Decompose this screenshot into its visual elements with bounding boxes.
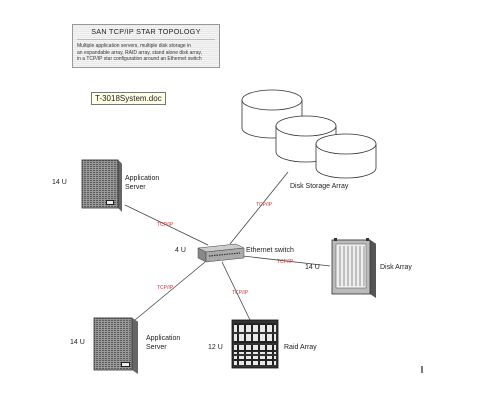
switch-size: 4 U bbox=[175, 247, 186, 254]
tcpip-label-disk-array: TCP/IP bbox=[277, 259, 294, 265]
description-line-1: Multiple application servers, multiple d… bbox=[77, 43, 191, 49]
link-app-server-bottom bbox=[134, 261, 206, 321]
raid-array-name: Raid Array bbox=[284, 344, 317, 351]
connections bbox=[124, 171, 331, 321]
raid-array-size: 12 U bbox=[208, 344, 223, 351]
app-server-top-icon bbox=[81, 159, 123, 212]
disk-array-name: Disk Array bbox=[380, 264, 412, 271]
tcpip-label-raid: TCP/IP bbox=[232, 290, 249, 296]
app-server-top-size: 14 U bbox=[52, 179, 67, 186]
app-server-bottom-icon bbox=[93, 317, 139, 374]
raid-array-icon bbox=[231, 319, 279, 369]
app-server-top-name-line1: Application bbox=[125, 175, 159, 182]
disk-storage-array-name: Disk Storage Array bbox=[290, 183, 349, 190]
link-app-server-top bbox=[124, 204, 209, 246]
disk-storage-array-icon bbox=[241, 89, 377, 179]
diagram-title: SAN TCP/IP STAR TOPOLOGY bbox=[77, 27, 215, 40]
link-disk-array bbox=[233, 254, 331, 267]
app-server-top-name-line2: Server bbox=[125, 184, 146, 191]
link-raid-array bbox=[221, 261, 251, 321]
link-disk-storage bbox=[229, 171, 289, 245]
title-box: SAN TCP/IP STAR TOPOLOGY Multiple applic… bbox=[72, 24, 220, 68]
disk-cylinder-3 bbox=[315, 133, 377, 179]
app-server-bottom-name-line1: Application bbox=[146, 335, 180, 342]
app-server-bottom-name-line2: Server bbox=[146, 344, 167, 351]
document-name-label: T-3018System.doc bbox=[91, 92, 166, 105]
disk-array-icon bbox=[331, 238, 377, 298]
switch-name: Ethernet switch bbox=[246, 247, 294, 254]
description-line-3: in a TCP/IP star configuration around an… bbox=[77, 56, 202, 62]
app-server-bottom-size: 14 U bbox=[70, 339, 85, 346]
tcpip-label-app-bottom: TCP/IP bbox=[157, 285, 174, 291]
tcpip-label-app-top: TCP/IP bbox=[157, 222, 174, 228]
tcpip-label-storage: TCP/IP bbox=[256, 202, 273, 208]
disk-array-size: 14 U bbox=[305, 264, 320, 271]
description-line-2: an expandable array, RAID array, stand a… bbox=[77, 49, 203, 56]
diagram-description: Multiple application servers, multiple d… bbox=[77, 43, 215, 63]
disk-cylinder-2 bbox=[275, 115, 337, 163]
ethernet-switch-icon bbox=[197, 243, 245, 263]
